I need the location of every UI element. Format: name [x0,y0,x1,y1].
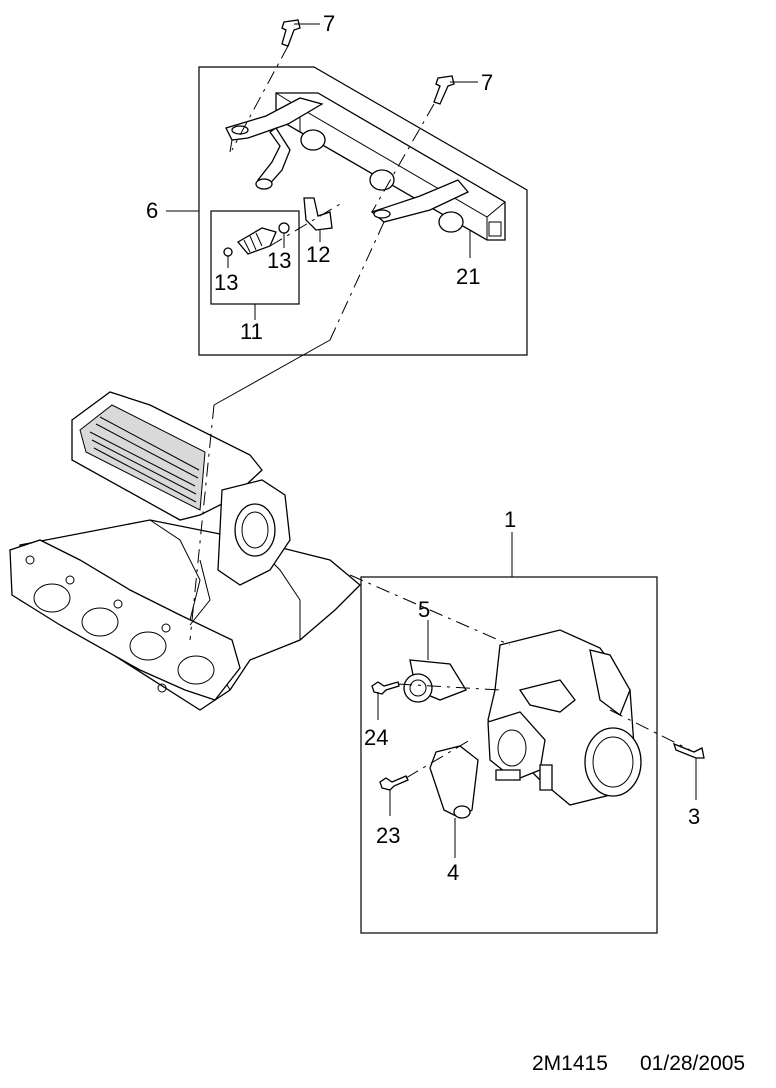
callout-24: 24 [364,725,388,750]
intake-manifold-drawing [9,391,361,711]
callout-12: 12 [306,242,330,267]
callout-7b: 7 [481,70,493,95]
leader-lines [166,23,697,858]
drawing-date: 01/28/2005 [640,1052,745,1075]
callout-3: 3 [688,804,700,829]
screw-part-24 [371,681,400,695]
callout-13a: 13 [214,270,238,295]
screw-part-3 [672,742,705,759]
throttle-body-drawing [487,629,642,806]
throttle-body-box [360,576,658,934]
fuel-rail-box [198,66,528,356]
callout-1: 1 [504,507,516,532]
fuel-rail-drawing [225,92,506,241]
callout-21: 21 [456,264,480,289]
callout-6: 6 [146,198,158,223]
screw-part-23 [379,775,409,791]
callout-13b: 13 [267,248,291,273]
idle-air-valve-part-5 [403,659,467,703]
drawing-code: 2M1415 [532,1052,608,1075]
callout-7a: 7 [323,11,335,36]
bolt-part-7b [433,75,455,105]
clip-part-12 [303,197,333,231]
callout-5: 5 [418,597,430,622]
callout-23: 23 [376,823,400,848]
callout-11: 11 [240,319,263,344]
tps-part-4 [429,745,479,819]
callout-4: 4 [447,860,459,885]
